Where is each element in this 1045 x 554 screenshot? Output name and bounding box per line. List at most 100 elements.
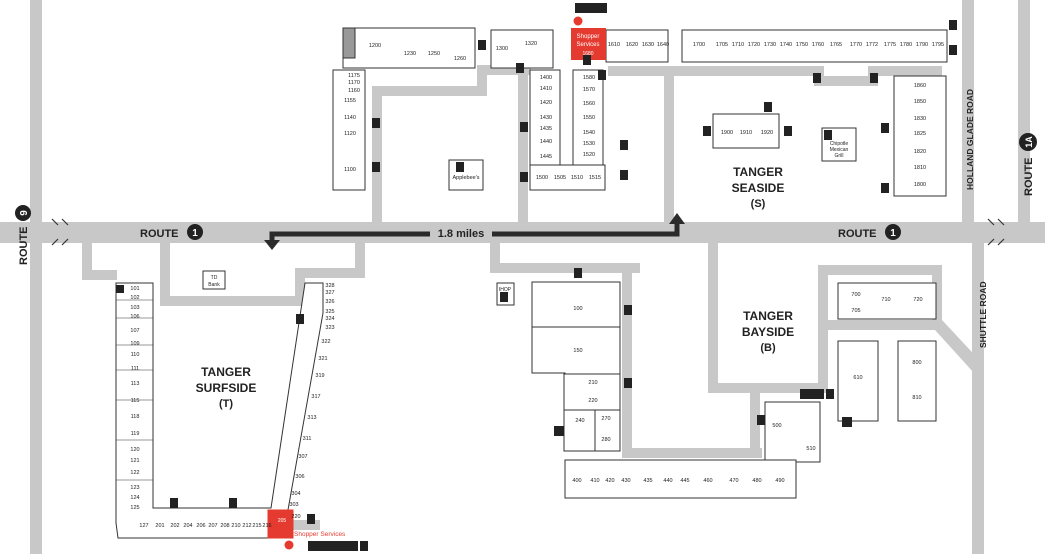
store-number-label[interactable]: 1795: [932, 42, 944, 48]
store-number-label[interactable]: 121: [130, 458, 139, 464]
store-number-label[interactable]: 1170: [348, 80, 360, 86]
store-number-label[interactable]: 1800: [914, 182, 926, 188]
store-number-label[interactable]: 410: [590, 478, 599, 484]
store-number-label[interactable]: 220: [291, 514, 300, 520]
store-number-label[interactable]: 1730: [764, 42, 776, 48]
store-number-label[interactable]: 1320: [525, 41, 537, 47]
store-number-label[interactable]: 1610: [608, 42, 620, 48]
store-number-label[interactable]: 118: [131, 414, 140, 420]
store-number-label[interactable]: 1120: [344, 131, 356, 137]
store-number-label[interactable]: 800: [912, 360, 921, 366]
store-number-label[interactable]: 1540: [583, 130, 595, 136]
store-number-label[interactable]: 304: [291, 491, 300, 497]
store-number-label[interactable]: 120: [130, 447, 139, 453]
store-number-label[interactable]: 1505: [554, 175, 566, 181]
store-number-label[interactable]: 1430: [540, 115, 552, 121]
store-number-label[interactable]: 1900: [721, 130, 733, 136]
store-number-label[interactable]: 700: [851, 292, 860, 298]
store-number-label[interactable]: 1510: [571, 175, 583, 181]
store-number-label[interactable]: 480: [752, 478, 761, 484]
store-number-label[interactable]: 710: [881, 297, 890, 303]
store-number-label[interactable]: 317: [311, 394, 320, 400]
store-number-label[interactable]: 1850: [914, 99, 926, 105]
store-number-label[interactable]: 445: [680, 478, 689, 484]
store-number-label[interactable]: 1705: [716, 42, 728, 48]
store-number-label[interactable]: 1790: [916, 42, 928, 48]
store-number-label[interactable]: 240: [575, 418, 584, 424]
store-number-label[interactable]: 115: [131, 398, 140, 404]
store-number-label[interactable]: 328: [325, 283, 334, 289]
store-number-label[interactable]: 1200: [369, 43, 381, 49]
store-number-label[interactable]: 1435: [540, 126, 552, 132]
store-number-label[interactable]: 1770: [850, 42, 862, 48]
store-number-label[interactable]: 1820: [914, 149, 926, 155]
store-number-label[interactable]: 216: [262, 523, 271, 529]
store-number-label[interactable]: 400: [572, 478, 581, 484]
store-number-label[interactable]: 107: [130, 328, 139, 334]
store-number-label[interactable]: 510: [806, 446, 815, 452]
store-number-label[interactable]: 1760: [812, 42, 824, 48]
store-number-label[interactable]: 210: [588, 380, 597, 386]
store-number-label[interactable]: 1765: [830, 42, 842, 48]
store-number-label[interactable]: 319: [315, 373, 324, 379]
store-number-label[interactable]: 270: [601, 416, 610, 422]
store-number-label[interactable]: 1860: [914, 83, 926, 89]
store-number-label[interactable]: 1400: [540, 75, 552, 81]
store-number-label[interactable]: 201: [155, 523, 164, 529]
store-number-label[interactable]: 705: [851, 308, 860, 314]
store-number-label[interactable]: 207: [208, 523, 217, 529]
store-number-label[interactable]: 321: [318, 356, 327, 362]
store-number-label[interactable]: 430: [621, 478, 630, 484]
store-number-label[interactable]: 490: [775, 478, 784, 484]
store-number-label[interactable]: 1710: [732, 42, 744, 48]
store-number-label[interactable]: 810: [912, 395, 921, 401]
store-number-label[interactable]: 1920: [761, 130, 773, 136]
store-number-label[interactable]: 1420: [540, 100, 552, 106]
store-number-label[interactable]: 127: [139, 523, 148, 529]
store-number-label[interactable]: 1140: [344, 115, 356, 121]
store-number-label[interactable]: 1830: [914, 116, 926, 122]
store-number-label[interactable]: 1780: [900, 42, 912, 48]
store-number-label[interactable]: 1440: [540, 139, 552, 145]
store-number-label[interactable]: 1550: [583, 115, 595, 121]
store-number-label[interactable]: 1620: [626, 42, 638, 48]
store-number-label[interactable]: 111: [131, 366, 139, 372]
store-number-label[interactable]: 1640: [657, 42, 669, 48]
store-number-label[interactable]: 1700: [693, 42, 705, 48]
store-number-label[interactable]: 311: [303, 436, 312, 442]
store-number-label[interactable]: 1260: [454, 56, 466, 62]
store-number-label[interactable]: 204: [183, 523, 192, 529]
store-number-label[interactable]: 101: [130, 286, 139, 292]
store-number-label[interactable]: 1175: [348, 73, 360, 79]
store-number-label[interactable]: 1775: [884, 42, 896, 48]
store-number-label[interactable]: 210: [231, 523, 240, 529]
store-number-label[interactable]: 1825: [914, 131, 926, 137]
store-number-label[interactable]: 100: [573, 306, 582, 312]
store-number-label[interactable]: 1160: [348, 88, 360, 94]
store-number-label[interactable]: 220: [588, 398, 597, 404]
store-number-label[interactable]: 460: [703, 478, 712, 484]
store-number-label[interactable]: 326: [325, 299, 334, 305]
store-number-label[interactable]: 1300: [496, 46, 508, 52]
store-number-label[interactable]: 313: [307, 415, 316, 421]
store-number-label[interactable]: 1230: [404, 51, 416, 57]
store-number-label[interactable]: 720: [913, 297, 922, 303]
store-number-label[interactable]: 324: [325, 316, 334, 322]
store-number-label[interactable]: 215: [252, 523, 261, 529]
store-number-label[interactable]: 323: [325, 325, 334, 331]
store-number-label[interactable]: 500: [772, 423, 781, 429]
store-number-label[interactable]: 103: [130, 305, 139, 311]
store-number-label[interactable]: 119: [131, 431, 140, 437]
store-number-label[interactable]: 1515: [589, 175, 601, 181]
store-number-label[interactable]: 122: [130, 470, 139, 476]
store-number-label[interactable]: 1250: [428, 51, 440, 57]
store-number-label[interactable]: 208: [220, 523, 229, 529]
store-number-label[interactable]: 303: [289, 502, 298, 508]
store-number-label[interactable]: 1630: [642, 42, 654, 48]
seaside-shopper-services[interactable]: [571, 28, 606, 60]
store-number-label[interactable]: 123: [130, 485, 139, 491]
store-number-label[interactable]: 202: [170, 523, 179, 529]
store-number-label[interactable]: 1570: [583, 87, 595, 93]
store-number-label[interactable]: 280: [601, 437, 610, 443]
store-number-label[interactable]: 327: [325, 290, 334, 296]
